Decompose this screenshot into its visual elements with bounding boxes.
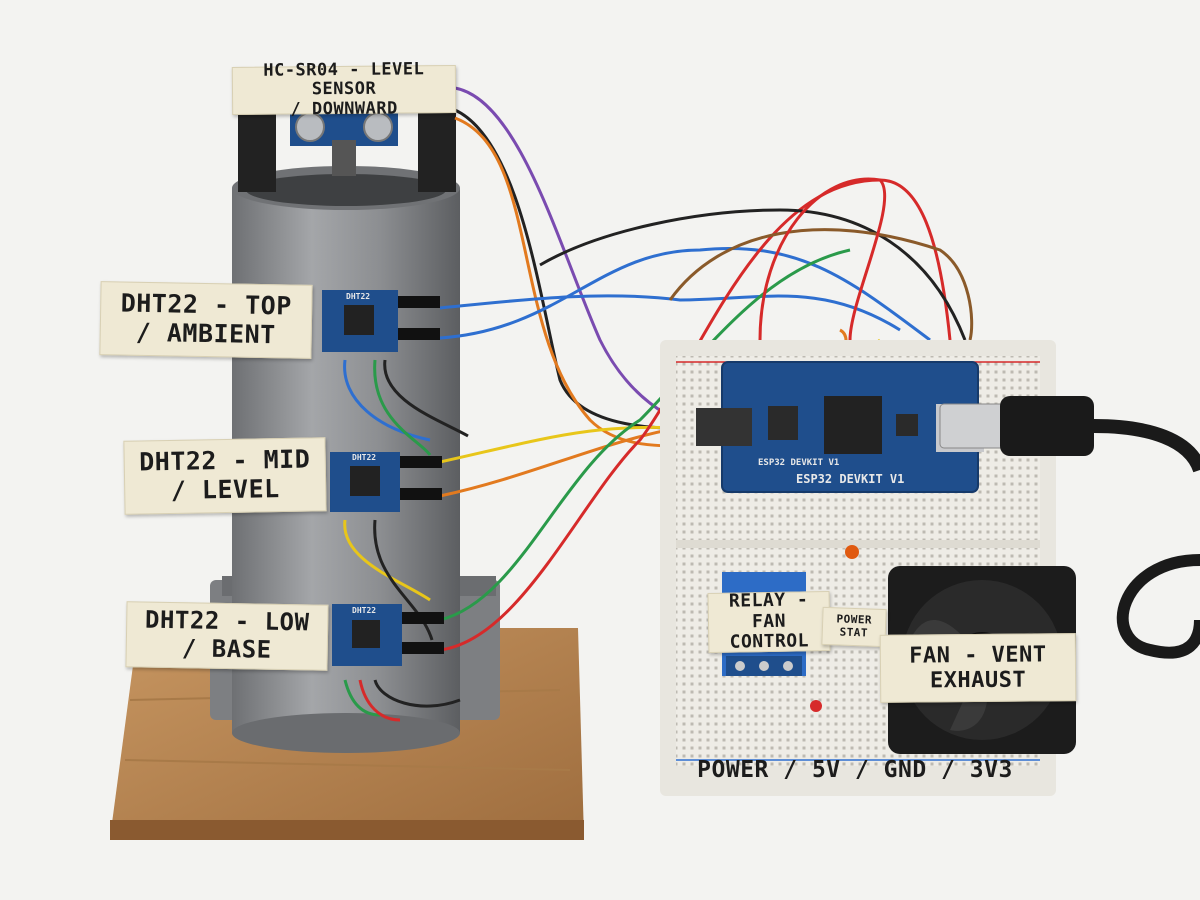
label-fan: FAN - VENT EXHAUST xyxy=(879,633,1077,703)
dht22-top xyxy=(322,290,440,352)
label-dht22-mid: DHT22 - MID / LEVEL xyxy=(123,437,327,515)
label-power-stat: POWER STAT xyxy=(821,606,887,648)
dht22-top-silk: DHT22 xyxy=(346,292,371,301)
label-hcsr04: HC-SR04 - LEVEL SENSOR / DOWNWARD xyxy=(231,59,457,119)
dht22-low-silk: DHT22 xyxy=(352,606,377,615)
usb-cable xyxy=(939,396,1200,659)
esp32-board xyxy=(696,361,984,493)
label-relay: RELAY - FAN CONTROL xyxy=(707,589,831,654)
dht22-mid-silk: DHT22 xyxy=(352,453,377,462)
dht22-mid xyxy=(330,452,442,512)
label-dht22-top: DHT22 - TOP / AMBIENT xyxy=(99,281,313,359)
esp32-silkscreen-small: ESP32 DEVKIT V1 xyxy=(758,458,840,468)
label-dht22-low: DHT22 - LOW / BASE xyxy=(125,601,329,671)
esp32-silkscreen: ESP32 DEVKIT V1 xyxy=(796,472,905,486)
dht22-low xyxy=(332,604,444,666)
label-power-rail: POWER / 5V / GND / 3V3 xyxy=(697,756,1013,783)
status-led xyxy=(810,545,859,712)
